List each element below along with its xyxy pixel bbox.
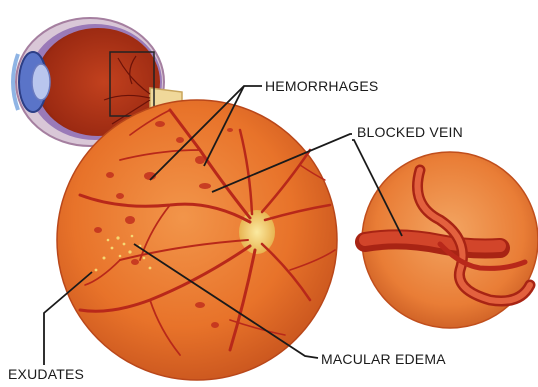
hemorrhages-label: HEMORRHAGES <box>265 78 378 94</box>
optic-disc <box>239 210 275 254</box>
macular-edema-label: MACULAR EDEMA <box>321 351 446 367</box>
retina-fundus <box>57 100 337 380</box>
blocked-vein-label: BLOCKED VEIN <box>357 124 463 140</box>
exudates-label: EXUDATES <box>8 366 84 382</box>
blocked-vein-zoom <box>362 152 538 328</box>
